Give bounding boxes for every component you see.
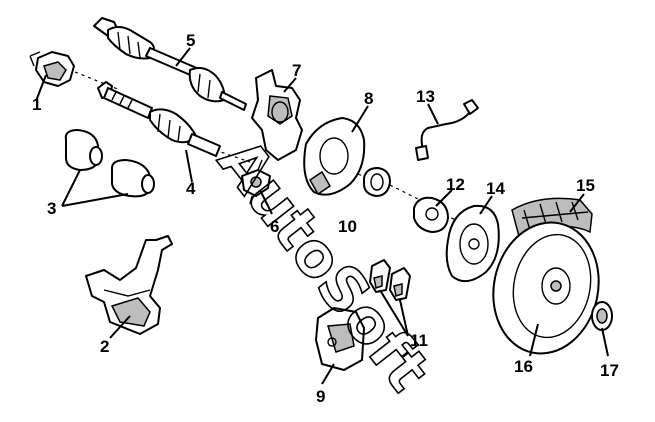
callout-16: 16 [514,357,533,376]
assembly-axis-upper [74,71,121,91]
callout-2: 2 [100,337,109,356]
leader-3 [61,169,129,207]
leader-1 [35,74,47,102]
part-12-hub [413,196,449,233]
leader-8 [351,105,369,133]
leader-16 [529,323,539,357]
callout-10: 10 [338,217,357,236]
part-10-wheel-bearing [363,167,391,197]
leader-7 [283,77,297,93]
leader-9 [321,363,335,385]
part-8-backing-plate [303,117,366,196]
callout-12: 12 [446,175,465,194]
leader-13 [427,103,439,125]
leader-6 [259,189,273,215]
callout-15: 15 [576,176,595,195]
part-3-bushings [64,129,155,198]
callout-11: 11 [410,331,428,350]
leader-14 [479,195,493,215]
leader-2 [109,315,131,339]
callout-3: 3 [47,199,56,218]
callout-9: 9 [316,387,325,406]
part-16-brake-drum [492,221,600,355]
callout-7: 7 [292,61,301,80]
part-9-mounting-block [315,307,365,371]
part-6-ball-joint [241,159,271,205]
part-7-steering-knuckle [251,69,303,161]
callout-13: 13 [416,87,435,106]
leader-11 [379,289,409,337]
part-17-dust-cap [591,301,613,331]
leader-15 [569,193,585,213]
leader-5 [175,47,191,67]
part-4-drive-shaft-lower [97,81,221,157]
callout-14: 14 [486,179,505,198]
callout-1: 1 [32,95,41,114]
callout-6: 6 [270,217,279,236]
part-2-control-arm [85,235,173,335]
leader-17 [601,327,609,357]
callout-4: 4 [186,179,196,198]
leader-4 [185,149,193,183]
callout-17: 17 [600,361,619,380]
part-5-drive-shaft-upper [93,17,247,111]
part-1-cv-joint [29,51,75,87]
part-14-brake-disc [445,204,500,283]
callout-8: 8 [364,89,373,108]
leader-12 [435,189,453,207]
part-11-brackets [369,259,411,301]
callout-5: 5 [186,31,195,50]
part-13-brake-hose [415,99,479,161]
